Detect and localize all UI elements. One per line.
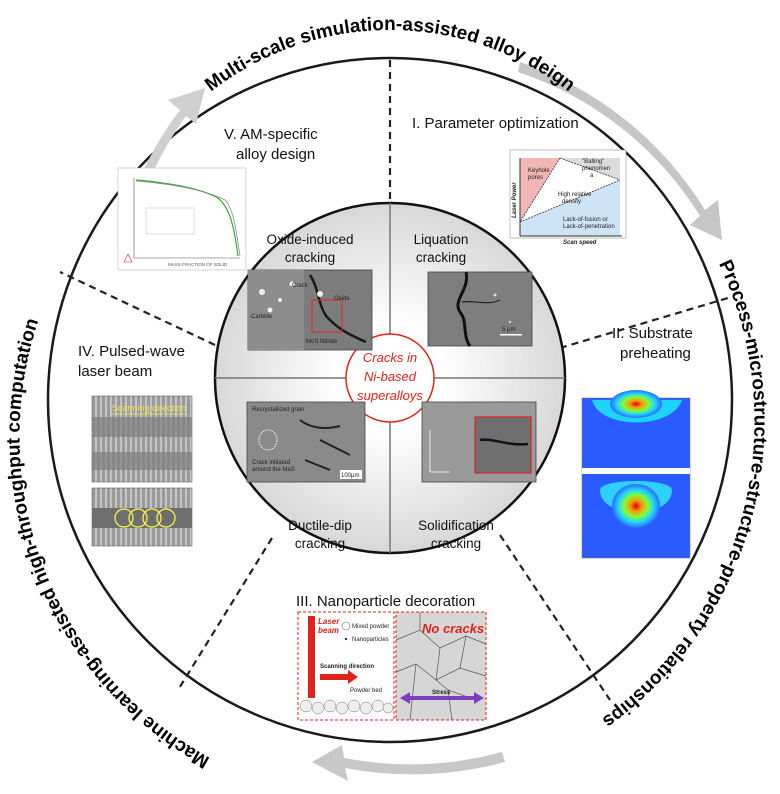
crack-label-solidification-line1: Solidification	[418, 518, 494, 533]
strategy-label-am-specific-line1: V. AM-specific	[224, 126, 318, 143]
solidification-sem-image	[421, 401, 537, 483]
crack-label-liquation-line1: Liquation	[414, 232, 469, 247]
parameter-map: Keyhole pores "Balling" phenomen a High …	[509, 149, 627, 246]
arrow-top-right	[518, 62, 722, 240]
oxide-label-oxide: Oxide	[334, 296, 350, 302]
strategy-label-nanoparticle-decoration: III. Nanoparticle decoration	[296, 593, 475, 610]
param-high-line1: High relative	[558, 192, 592, 198]
center-label-line1: Cracks in	[363, 350, 417, 365]
strategy-label-substrate-preheating-line2: preheating	[620, 345, 691, 362]
nano-particles: Nanoparticles	[352, 637, 389, 643]
param-keyhole-line1: Keyhole	[528, 168, 550, 174]
param-lof-line1: Lack-of-fusion or	[563, 217, 608, 223]
oxide-label-carbide: Carbide	[251, 314, 273, 320]
center-circle	[345, 333, 435, 423]
nano-no-cracks: No cracks	[422, 621, 484, 636]
strategy-label-parameter-optimization: I. Parameter optimization	[412, 115, 579, 132]
param-high-line2: density	[562, 199, 581, 205]
param-xlabel: Scan speed	[563, 240, 597, 246]
center-label-line2: Ni-based	[364, 369, 417, 384]
ductile-label-grain: Recrystallized grain	[252, 407, 304, 413]
crack-label-ductile-line1: Ductile-dip	[288, 518, 352, 533]
liquation-scale: 5 μm	[502, 327, 515, 333]
param-ylabel: Laser Power	[512, 182, 518, 218]
nano-powder-bed: Powder bed	[350, 688, 382, 694]
pulsed-wave-images: Scanning direction	[91, 395, 193, 547]
ductile-scale: 100μm	[341, 473, 359, 479]
oxide-label-crack: Crack	[292, 283, 309, 289]
param-lof-line2: Lack-of-penetration	[563, 224, 615, 230]
nano-stress: Stress	[432, 690, 451, 696]
strategy-label-pulsed-wave-line2: laser beam	[78, 363, 152, 380]
oxide-label-mo: MoS Nitride	[306, 339, 338, 345]
oxide-sem-image: Crack Carbide Oxide MoS Nitride	[247, 269, 373, 351]
arrow-bottom	[312, 745, 505, 781]
param-keyhole-line2: pores	[528, 175, 543, 181]
nanoparticle-schematic: Laser beam Mixed powder Nanoparticles Sc…	[297, 611, 487, 721]
thermal-map	[581, 390, 691, 559]
nano-mixed-powder: Mixed powder	[352, 624, 389, 630]
crack-label-ductile-line2: cracking	[295, 536, 345, 551]
strategy-label-am-specific-line2: alloy design	[236, 146, 315, 163]
center-label-line3: superalloys	[357, 388, 423, 403]
solidification-plot: MASS FRACTION OF SOLID	[117, 167, 247, 271]
strategy-label-substrate-preheating-line1: II. Substrate	[612, 325, 693, 342]
plot-xlabel: MASS FRACTION OF SOLID	[168, 262, 228, 267]
param-balling-line2: phenomen	[582, 166, 610, 172]
liquation-sem-image: 5 μm	[427, 271, 533, 347]
param-balling-line1: "Balling"	[582, 159, 604, 165]
nano-scan-direction: Scanning direction	[320, 664, 374, 670]
ductile-sem-image: Recrystallized grain Crack initiated aro…	[246, 401, 366, 483]
dashed-dividers	[59, 60, 729, 701]
param-balling-line3: a	[590, 173, 594, 179]
crack-label-oxide-line2: cracking	[285, 250, 335, 265]
ductile-label-crack-line1: Crack initiated	[252, 460, 290, 466]
nano-laser-line1: Laser	[318, 617, 340, 626]
crack-label-oxide-line1: Oxide-induced	[266, 232, 353, 247]
strategy-label-pulsed-wave-line1: IV. Pulsed-wave	[78, 343, 185, 360]
nano-laser-line2: beam	[318, 626, 339, 635]
crack-label-liquation-line2: cracking	[416, 250, 466, 265]
ductile-label-crack-line2: around the MaS	[252, 467, 295, 473]
crack-label-solidification-line2: cracking	[431, 536, 481, 551]
pulsed-scanning-direction: Scanning direction	[112, 403, 186, 413]
